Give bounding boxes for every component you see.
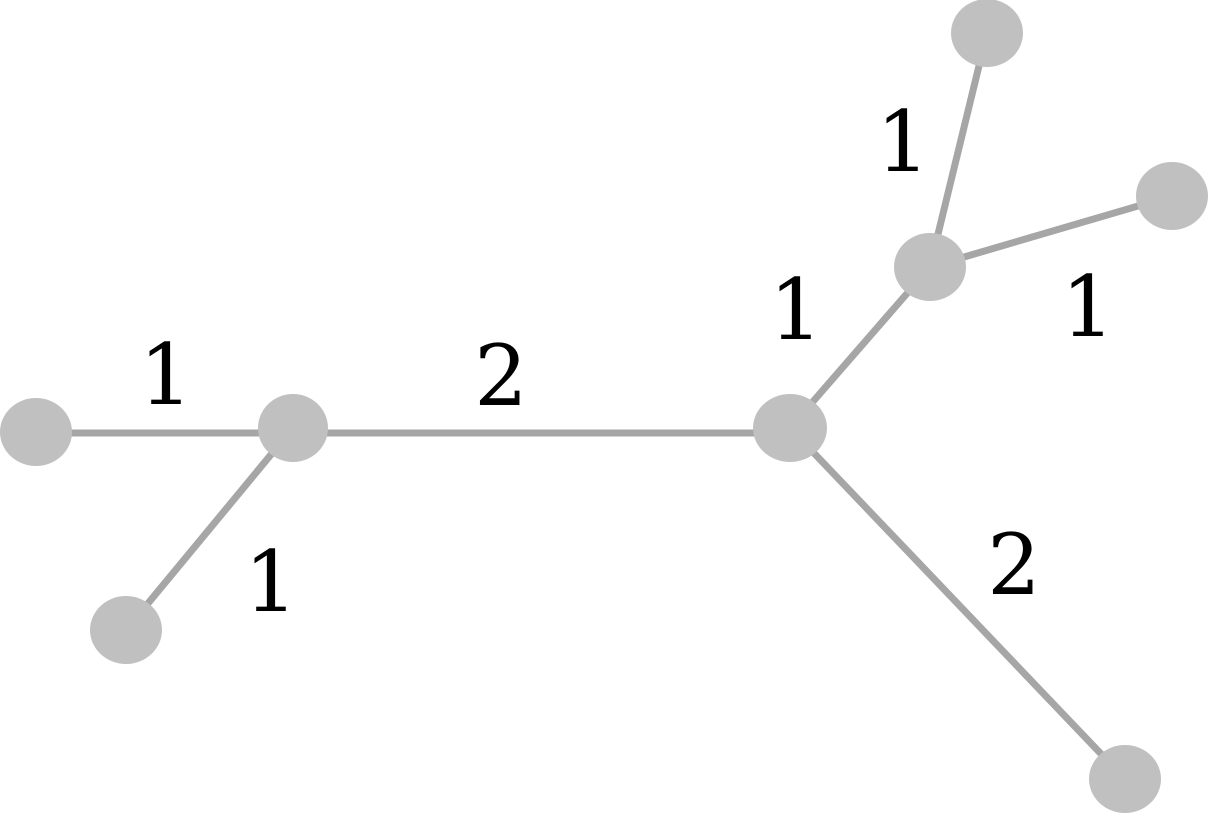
edge-b-c (123, 425, 296, 633)
edge-d-h (787, 425, 1128, 782)
node-a (0, 398, 72, 466)
weight-label-e-g: 1 (1061, 258, 1114, 356)
node-g (1136, 162, 1208, 230)
edge-e-f (926, 32, 991, 268)
weight-label-d-h: 2 (987, 516, 1040, 614)
node-f (951, 0, 1023, 67)
edge-d-e (787, 264, 933, 431)
node-d (753, 394, 827, 462)
weight-label-b-c: 1 (244, 533, 297, 631)
edges (36, 32, 1173, 782)
node-e (894, 233, 966, 301)
weight-label-a-b: 1 (139, 326, 192, 424)
node-h (1089, 745, 1161, 813)
edge-e-g (929, 192, 1173, 271)
weight-label-b-d: 2 (474, 327, 527, 425)
edge-weights: 1 1 2 1 1 1 2 (139, 93, 1114, 631)
node-c (90, 596, 162, 664)
weight-label-e-f: 1 (876, 93, 929, 191)
node-b (258, 394, 328, 462)
weight-label-d-e: 1 (769, 261, 822, 359)
